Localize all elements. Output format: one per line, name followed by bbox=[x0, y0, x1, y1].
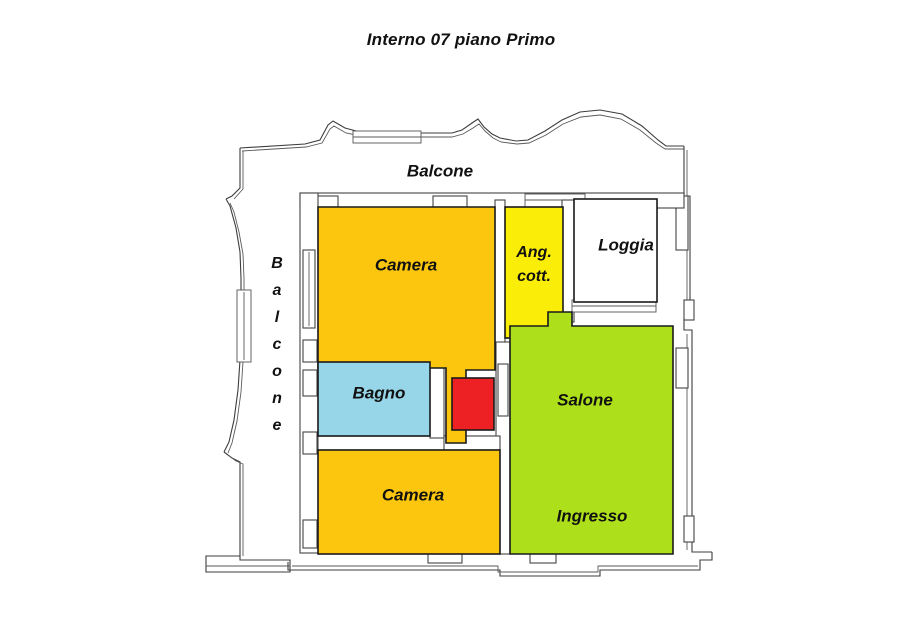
balcony-left-lower-wall bbox=[223, 451, 241, 556]
building-bottom-wall bbox=[287, 552, 713, 577]
balcone-left-letter-1: a bbox=[273, 282, 282, 299]
balcony-left-upper-wall-inner bbox=[233, 151, 244, 200]
balcone-left-letter-4: o bbox=[272, 363, 282, 380]
room-label-ang-cott-line1: Ang. bbox=[515, 244, 552, 261]
balcone-left-letter-6: e bbox=[273, 417, 282, 434]
room-label-camera-lower: Camera bbox=[382, 485, 444, 504]
room-bagno[interactable] bbox=[317, 361, 431, 437]
wall-left-opening-b bbox=[302, 369, 318, 397]
balcony-left-upper-wall bbox=[225, 148, 241, 200]
balcone-left-letter-3: c bbox=[273, 336, 282, 353]
room-label-loggia: Loggia bbox=[598, 235, 654, 254]
right-wall-opening-bottom bbox=[683, 515, 695, 543]
balcony-top-inner-edge bbox=[241, 114, 684, 152]
building-bottom-left-wall bbox=[205, 555, 291, 573]
exterior-labels-group: Balcone B a l c o n e bbox=[271, 161, 473, 434]
balcone-left-letter-0: B bbox=[271, 255, 283, 272]
right-wall-opening-mid bbox=[683, 299, 695, 321]
room-salone-ingresso[interactable] bbox=[509, 311, 674, 555]
page-title: Interno 07 piano Primo bbox=[366, 30, 556, 49]
wall-top-opening-mid bbox=[432, 195, 468, 208]
right-wall-window-lower bbox=[675, 347, 689, 389]
balcone-left-letter-5: n bbox=[272, 390, 282, 407]
label-balcone-left-vertical: B a l c o n e bbox=[271, 255, 283, 434]
room-label-ingresso: Ingresso bbox=[557, 506, 628, 525]
balcone-left-letter-2: l bbox=[275, 309, 280, 326]
room-label-bagno: Bagno bbox=[353, 383, 406, 402]
room-labels-group: Camera Ang. cott. Loggia Salone Ingresso… bbox=[353, 235, 654, 525]
wall-left-opening-d bbox=[302, 519, 318, 549]
room-label-ang-cott-line2: cott. bbox=[517, 268, 551, 285]
wall-left-opening-c bbox=[302, 431, 318, 455]
wall-left-opening-a bbox=[302, 339, 318, 363]
balcony-top-outer-edge bbox=[239, 109, 684, 149]
room-loggia[interactable] bbox=[573, 198, 658, 303]
balcony-left-lower-wall-inner bbox=[227, 454, 244, 556]
building-bottom-wall-inner bbox=[292, 565, 698, 573]
wall-center-opening bbox=[497, 363, 509, 417]
label-balcone-top: Balcone bbox=[407, 161, 473, 180]
room-label-camera-upper: Camera bbox=[375, 255, 437, 274]
room-label-salone: Salone bbox=[557, 390, 613, 409]
room-camera-lower[interactable] bbox=[317, 449, 501, 555]
room-ripostiglio-red[interactable] bbox=[451, 377, 495, 431]
rooms-group bbox=[317, 198, 674, 555]
wall-camera-angcott bbox=[494, 199, 506, 346]
